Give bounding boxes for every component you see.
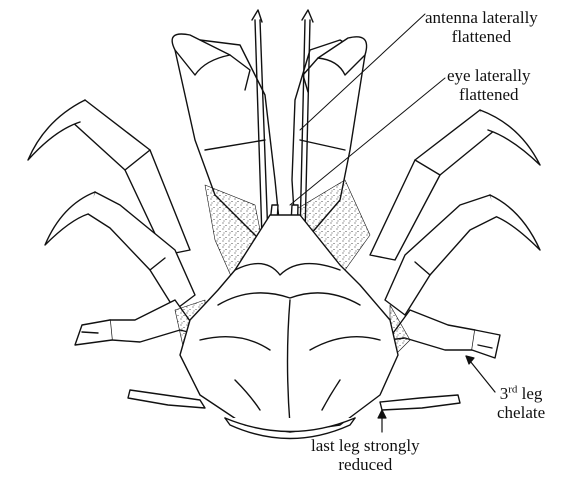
carapace bbox=[180, 215, 398, 432]
third-leg-label: 3rd leg chelate bbox=[497, 384, 545, 422]
eye-label-line2: flattened bbox=[447, 85, 531, 104]
last-leg-label-line1: last leg strongly bbox=[311, 436, 420, 455]
last-leg-label-line2: reduced bbox=[311, 455, 420, 474]
last-leg-label: last leg strongly reduced bbox=[311, 436, 420, 474]
third-leg-label-line2: chelate bbox=[497, 403, 545, 422]
third-leg-label-line1: 3rd leg bbox=[497, 384, 545, 403]
antenna-label-line1: antenna laterally bbox=[425, 8, 538, 27]
third-leg-label-rest: leg bbox=[517, 384, 542, 403]
left-leg-4 bbox=[128, 390, 205, 408]
eye-label-line1: eye laterally bbox=[447, 66, 531, 85]
antenna-label: antenna laterally flattened bbox=[425, 8, 538, 46]
third-leg-ordinal-suffix: rd bbox=[508, 383, 517, 395]
third-leg-ordinal: 3 bbox=[500, 384, 509, 403]
eye-label: eye laterally flattened bbox=[447, 66, 531, 104]
arrows bbox=[378, 356, 495, 432]
right-leg-4 bbox=[380, 395, 460, 410]
antenna-label-line2: flattened bbox=[425, 27, 538, 46]
